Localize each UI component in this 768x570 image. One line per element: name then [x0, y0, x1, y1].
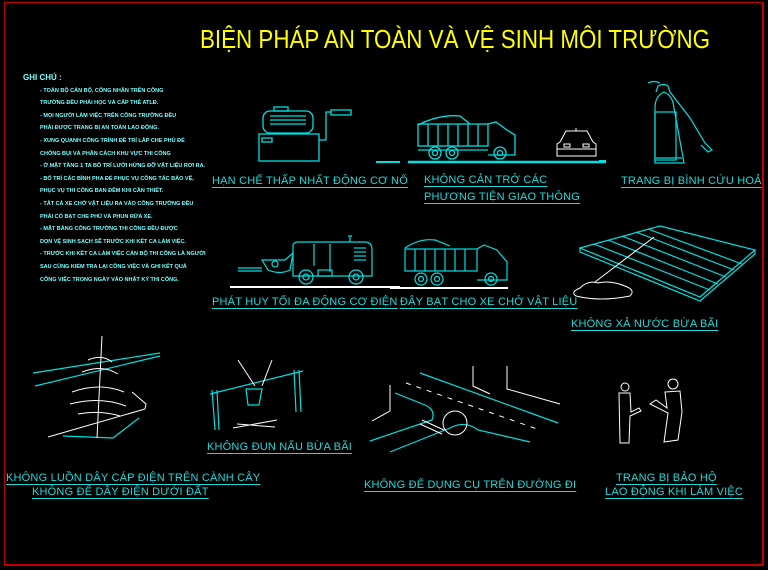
- note-line: PHẢI CÓ BẠT CHE PHỦ VÀ PHUN RỬA XE.: [40, 213, 153, 220]
- page-title: BIỆN PHÁP AN TOÀN VÀ VỆ SINH MÔI TRƯỜNG: [200, 24, 711, 54]
- caption-road: KHÔNG ĐỂ DỤNG CỤ TRÊN ĐƯỜNG ĐI: [364, 479, 577, 491]
- caption-cable-line1: KHÔNG LUỒN DÂY CÁP ĐIỆN TRÊN CÀNH CÂY: [6, 472, 261, 484]
- caption-cable-line2: KHÔNG ĐỂ DÂY ĐIỆN DƯỚI ĐẤT: [32, 486, 209, 498]
- covered-dump-truck-icon: [404, 239, 508, 286]
- note-line: - XUNG QUANH CÔNG TRÌNH ĐỀ TRÍ LẮP CHE P…: [40, 137, 185, 144]
- electric-pump-truck-icon: [238, 235, 373, 285]
- caption-ppe-line1: TRANG BỊ BẢO HỘ: [616, 472, 717, 484]
- note-line: - TOÀN BỘ CÁN BỘ, CÔNG NHÂN TRÊN CÔNG: [40, 87, 164, 94]
- caption-extinguisher: TRANG BỊ BÌNH CỨU HOẢ: [621, 175, 762, 187]
- note-line: - TẤT CẢ XE CHỞ VẬT LIỆU RA VÀO CÔNG TRƯ…: [40, 200, 194, 207]
- water-puddle-icon: [573, 236, 655, 300]
- fire-extinguisher-icon: [647, 80, 714, 164]
- caption-cooking: KHÔNG ĐUN NẤU BỪA BÃI: [207, 441, 353, 453]
- cooking-pot-icon: [209, 369, 304, 431]
- notes-heading: GHI CHÚ :: [23, 73, 62, 82]
- road-icon: [369, 372, 559, 453]
- note-line: - TRƯỚC KHI KẾT CA LÀM VIỆC CÁN BỘ THI C…: [40, 251, 206, 258]
- caption-traffic-line2: PHƯƠNG TIỆN GIAO THÔNG: [424, 191, 581, 203]
- road-edges-icon: [371, 366, 561, 436]
- note-line: - Ở MẶT TẦNG 1 TA BỐ TRÍ LƯỚI HỨNG ĐỠ VẬ…: [40, 163, 206, 170]
- note-line: - BỐ TRÍ CÁC BÌNH PHA ĐỂ PHỤC VỤ CÔNG TÁ…: [40, 175, 194, 182]
- caption-engine: HẠN CHẾ THẤP NHẤT ĐỘNG CƠ NỔ: [212, 175, 408, 187]
- notes-block: GHI CHÚ : - TOÀN BỘ CÁN BỘ, CÔNG NHÂN TR…: [23, 72, 206, 286]
- caption-electric: PHÁT HUY TỐI ĐA ĐỘNG CƠ ĐIỆN: [212, 296, 398, 308]
- note-line: PHỤC VỤ THI CÔNG BAN ĐÊM KHI CẦN THIẾT.: [40, 188, 164, 195]
- dump-truck-icon: [417, 115, 516, 160]
- roof-panel-icon: [578, 225, 757, 302]
- power-cables-icon: [32, 352, 161, 439]
- note-line: - MỌI NGƯỜI LÀM VIỆC TRÊN CÔNG TRƯỜNG ĐỀ…: [40, 112, 177, 119]
- caption-tarp: ĐẬY BẠT CHO XE CHỞ VẬT LIỆU: [400, 296, 578, 308]
- caption-water: KHÔNG XẢ NƯỚC BỪA BÃI: [571, 318, 719, 330]
- note-line: TRƯỜNG ĐỀU PHẢI HỌC VÀ CẤP THẺ ATLĐ.: [40, 100, 159, 107]
- note-line: CÔNG VIỆC TRONG NGÀY VÀO NHẬT KÝ THI CÔN…: [40, 276, 179, 283]
- drawing-frame: [4, 2, 764, 566]
- tree-icon: [47, 335, 147, 439]
- caption-traffic-line1: KHÔNG CẢN TRỞ CÁC: [424, 174, 548, 186]
- note-line: SAU CÙNG KIỂM TRA LẠI CÔNG VIỆC VÀ GHI K…: [40, 263, 187, 270]
- note-line: CHỐNG BỤI VÀ PHÂN CÁCH KHU VỰC THI CÔNG: [40, 150, 171, 157]
- generator-icon: [258, 106, 352, 162]
- note-line: - MẶT BẰNG CÔNG TRƯỜNG THI CÔNG ĐỀU ĐƯỢC: [40, 226, 178, 233]
- firewood-icon: [232, 359, 278, 429]
- car-icon: [556, 128, 597, 157]
- note-line: DỌN VỆ SINH SẠCH SẼ TRƯỚC KHI KẾT CA LÀM…: [40, 238, 186, 245]
- note-line: PHẢI ĐƯỢC TRANG BỊ AN TOÀN LAO ĐỘNG.: [40, 125, 159, 132]
- caption-ppe-line2: LAO ĐỘNG KHI LÀM VIỆC: [605, 486, 744, 498]
- workers-icon: [618, 378, 683, 444]
